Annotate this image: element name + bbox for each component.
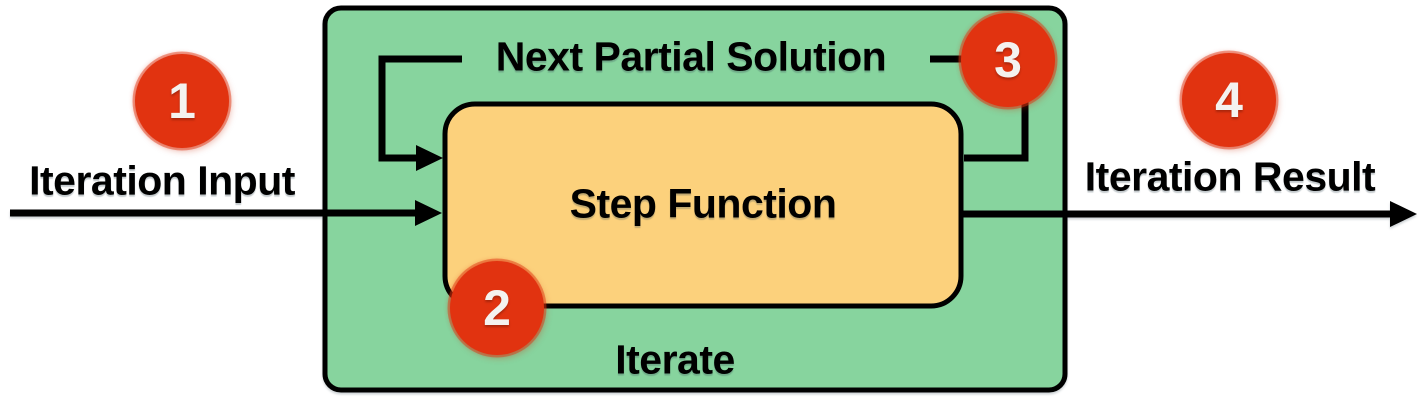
next-partial-solution-label: Next Partial Solution: [495, 33, 887, 80]
feedback-arrowhead-icon: [416, 145, 443, 171]
iteration-result-label: Iteration Result: [1084, 153, 1376, 200]
output-arrowhead-icon: [1390, 201, 1417, 227]
step-function-box: [442, 101, 964, 309]
iterate-label: Iterate: [615, 336, 735, 383]
badge-3: 3: [961, 13, 1055, 107]
iteration-input-label: Iteration Input: [29, 157, 295, 204]
badge-4: 4: [1182, 53, 1276, 147]
step-function-label: Step Function: [569, 180, 837, 227]
badge-4-number: 4: [1215, 72, 1243, 128]
badge-1-number: 1: [168, 73, 196, 129]
badge-2-number: 2: [483, 280, 511, 336]
badge-3-number: 3: [994, 32, 1022, 88]
input-arrowhead-icon: [415, 200, 442, 226]
feedback-line-left: [378, 55, 462, 162]
badge-2: 2: [450, 261, 544, 355]
badge-1: 1: [135, 54, 229, 148]
